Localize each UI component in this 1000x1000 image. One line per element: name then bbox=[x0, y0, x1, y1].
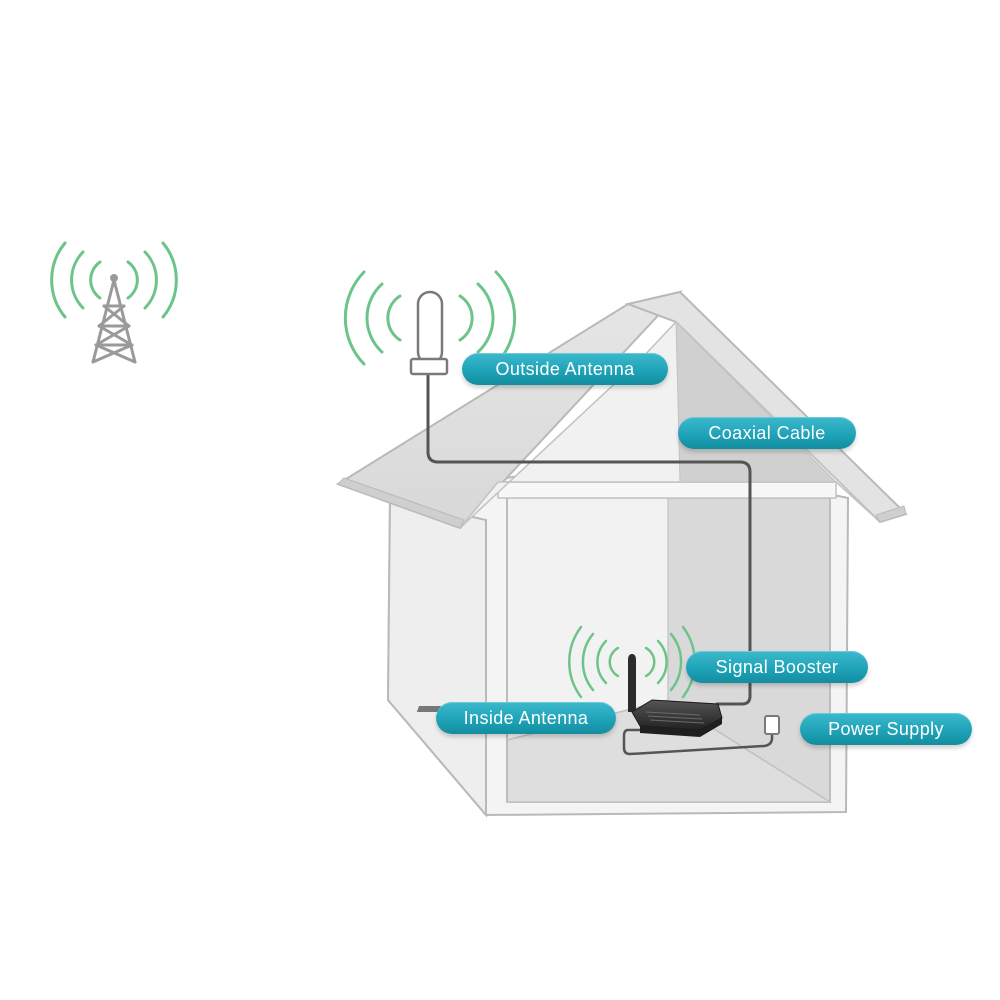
power-cable bbox=[622, 728, 774, 756]
outdoor-antenna-icon bbox=[409, 290, 449, 376]
roof-gable-shadow bbox=[675, 320, 838, 483]
signal-booster-icon bbox=[416, 699, 723, 737]
signal-booster-label: Signal Booster bbox=[686, 651, 868, 683]
indoor-antenna-icon bbox=[628, 654, 636, 712]
power-supply-label: Power Supply bbox=[800, 713, 972, 745]
power-plug-icon bbox=[764, 715, 780, 735]
tower-signal-waves bbox=[50, 241, 178, 319]
inside-antenna-label: Inside Antenna bbox=[436, 702, 616, 734]
cell-tower-icon bbox=[91, 274, 137, 364]
coaxial-cable bbox=[426, 374, 752, 706]
house-left-wall bbox=[386, 496, 487, 818]
outside-antenna-label: Outside Antenna bbox=[462, 353, 668, 385]
coaxial-cable-label: Coaxial Cable bbox=[678, 417, 856, 449]
